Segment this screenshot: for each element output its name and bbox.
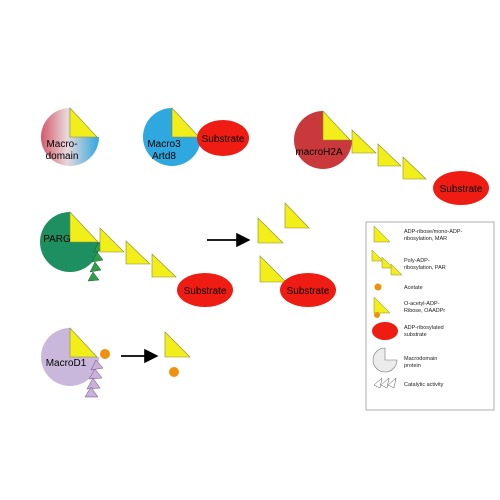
acetate-icon: [374, 283, 382, 291]
parg-label: PARG: [43, 234, 71, 245]
mar-triangle-icon: [257, 217, 284, 244]
catalytic-activity-icon: [84, 386, 99, 398]
catalytic-activity-icon: [87, 271, 100, 282]
acetate-icon: [169, 367, 179, 377]
legend-label: Acetate: [404, 285, 423, 291]
mar-triangle-icon: [69, 107, 98, 138]
macrodomain-label-line2: domain: [46, 151, 79, 162]
legend-label: ribosylation, PAR: [404, 265, 446, 271]
par-triangle-icon: [125, 240, 151, 265]
catalytic-activity-icon: [86, 377, 101, 390]
oaadpr-icon: [373, 296, 391, 314]
substrate-label: Substrate: [184, 286, 227, 297]
macrod1-group: MacroD1: [41, 327, 110, 398]
legend-label: ADP-ribose/mono-ADP-: [404, 229, 463, 235]
catalytic-activity-icon: [90, 359, 104, 371]
par-chain-icon: [390, 263, 403, 276]
substrate-label: Substrate: [440, 184, 483, 195]
catalytic-activity-icon: [89, 261, 102, 273]
substrate-icon: [372, 322, 398, 340]
substrate-label: Substrate: [287, 286, 330, 297]
par-triangle-icon: [351, 129, 377, 154]
catalytic-activity-icon: [88, 368, 103, 380]
legend-label: protein: [404, 363, 421, 369]
legend-label: Catalytic activity: [404, 382, 444, 388]
legend-label: Macrodomain: [404, 356, 437, 362]
substrate-label: Substrate: [202, 134, 245, 145]
substrate-shape: [197, 120, 249, 156]
macro3-label-line1: Macro3: [147, 139, 181, 150]
macrodomain-protein-icon: [372, 347, 398, 373]
substrate-shape: [280, 273, 336, 307]
par-chain-icon: [381, 256, 394, 269]
substrate-shape: [177, 273, 233, 307]
legend-label: ribosylation, MAR: [404, 236, 447, 242]
legend: ADP-ribose/mono-ADP- ribosylation, MAR P…: [365, 221, 495, 411]
parg-products-group: Substrate: [257, 202, 336, 307]
legend-label: Ribose, OAADPr: [404, 308, 445, 314]
substrate-shape: [433, 171, 489, 205]
macrodomain-label-line1: Macro-: [46, 139, 77, 150]
mar-triangle-icon: [164, 331, 191, 358]
par-triangle-icon: [99, 227, 125, 253]
legend-label: ADP-ribosylated: [404, 325, 444, 331]
par-triangle-icon: [151, 253, 177, 278]
macro3-label-line2: Artd8: [152, 151, 176, 162]
mar-triangle-icon: [69, 211, 99, 243]
par-chain-icon: [371, 249, 384, 262]
mar-triangle-icon: [69, 327, 98, 358]
legend-frame: [365, 221, 495, 411]
macroh2a-label: macroH2A: [295, 147, 343, 158]
oaadpr-icon: [374, 312, 380, 318]
legend-label: substrate: [404, 332, 427, 338]
catalytic-activity-icon: [91, 251, 104, 263]
mar-triangle-icon: [171, 107, 200, 138]
mar-triangle-icon: [373, 225, 391, 243]
macroh2a-group: Substrate macroH2A: [294, 110, 489, 205]
macrodomain-group: Macro- domain: [41, 107, 99, 166]
par-triangle-icon: [402, 156, 427, 180]
macro3-group: Substrate Macro3 Artd8: [143, 107, 249, 166]
macrod1-label: MacroD1: [46, 358, 87, 369]
legend-label: Poly-ADP-: [404, 258, 430, 264]
acetate-icon: [100, 349, 110, 359]
macrod1-products-group: [164, 331, 191, 377]
mar-triangle-icon: [259, 255, 287, 283]
catalytic-activity-icon: [373, 377, 397, 389]
parg-group: Substrate PARG: [40, 211, 233, 307]
legend-label: O-acetyl-ADP-: [404, 301, 440, 307]
mar-triangle-icon: [284, 202, 310, 229]
par-triangle-icon: [377, 143, 402, 167]
mar-triangle-icon: [322, 110, 351, 141]
